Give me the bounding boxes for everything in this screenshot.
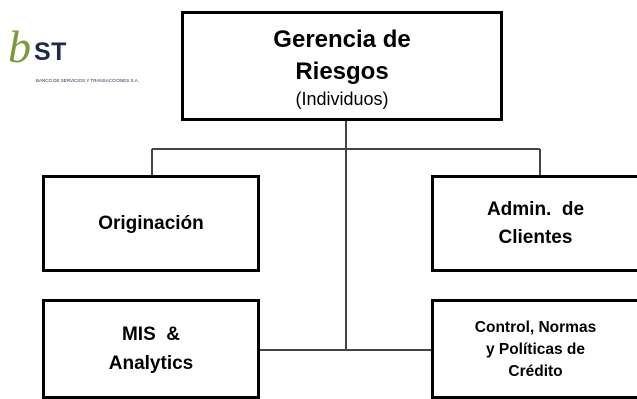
control-normas-line2: y Políticas de [485, 341, 586, 358]
bst-logo: b ST BANCO DE SERVICIOS Y TRANSACCIONES … [8, 24, 158, 96]
mis-analytics-line2: Analytics [108, 353, 194, 374]
control-normas-line1: Control, Normas [474, 319, 597, 336]
gerencia-riesgos-line1: Gerencia de [273, 26, 411, 53]
gerencia-riesgos-line2: Riesgos [295, 58, 389, 85]
originacion-box: Originación [42, 175, 260, 272]
gerencia-riesgos-box: Gerencia de Riesgos (Individuos) [181, 11, 503, 121]
admin-clientes-line2: Clientes [498, 226, 573, 248]
control-normas-box: Control, Normas y Políticas de Crédito [431, 299, 637, 399]
logo-mark-st: ST [34, 38, 67, 66]
mis-analytics-line1: MIS & [121, 324, 181, 345]
admin-clientes-box: Admin. de Clientes [431, 175, 637, 272]
gerencia-riesgos-line3: (Individuos) [295, 89, 389, 109]
admin-clientes-line1: Admin. de [486, 198, 585, 220]
originacion-label: Originación [98, 212, 204, 234]
mis-analytics-box: MIS & Analytics [42, 299, 260, 399]
logo-subtitle: BANCO DE SERVICIOS Y TRANSACCIONES S.A. [36, 78, 139, 83]
control-normas-line3: Crédito [508, 363, 563, 380]
logo-mark-b: b [8, 21, 31, 72]
